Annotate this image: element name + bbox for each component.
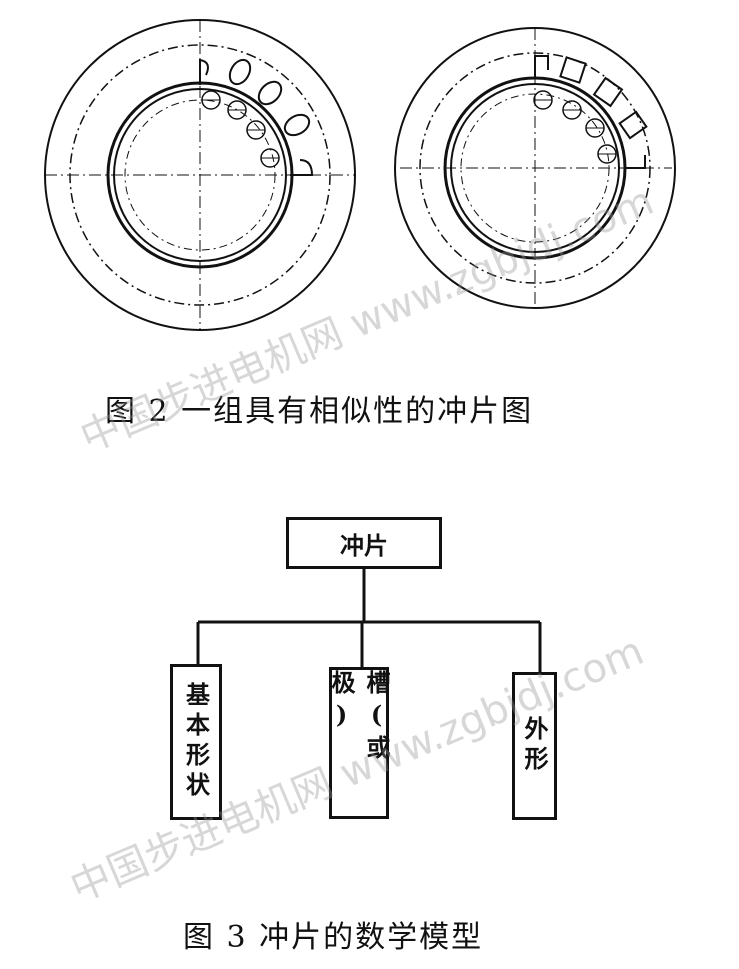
- tree-connectors: [196, 569, 542, 672]
- stamping-sheet-left: [44, 19, 356, 331]
- figure-3-caption: 图 3 冲片的数学模型: [183, 920, 484, 955]
- figure-2-caption: 图 2 一组具有相似性的冲片图: [105, 394, 534, 429]
- node-basic-shape: 基本形状: [170, 664, 222, 820]
- node-stamping: 冲片: [286, 517, 442, 569]
- stamping-sheet-right: [394, 27, 676, 309]
- node-slot-or-pole: 槽(或极): [327, 667, 391, 819]
- node-outer-shape: 外形: [512, 672, 557, 820]
